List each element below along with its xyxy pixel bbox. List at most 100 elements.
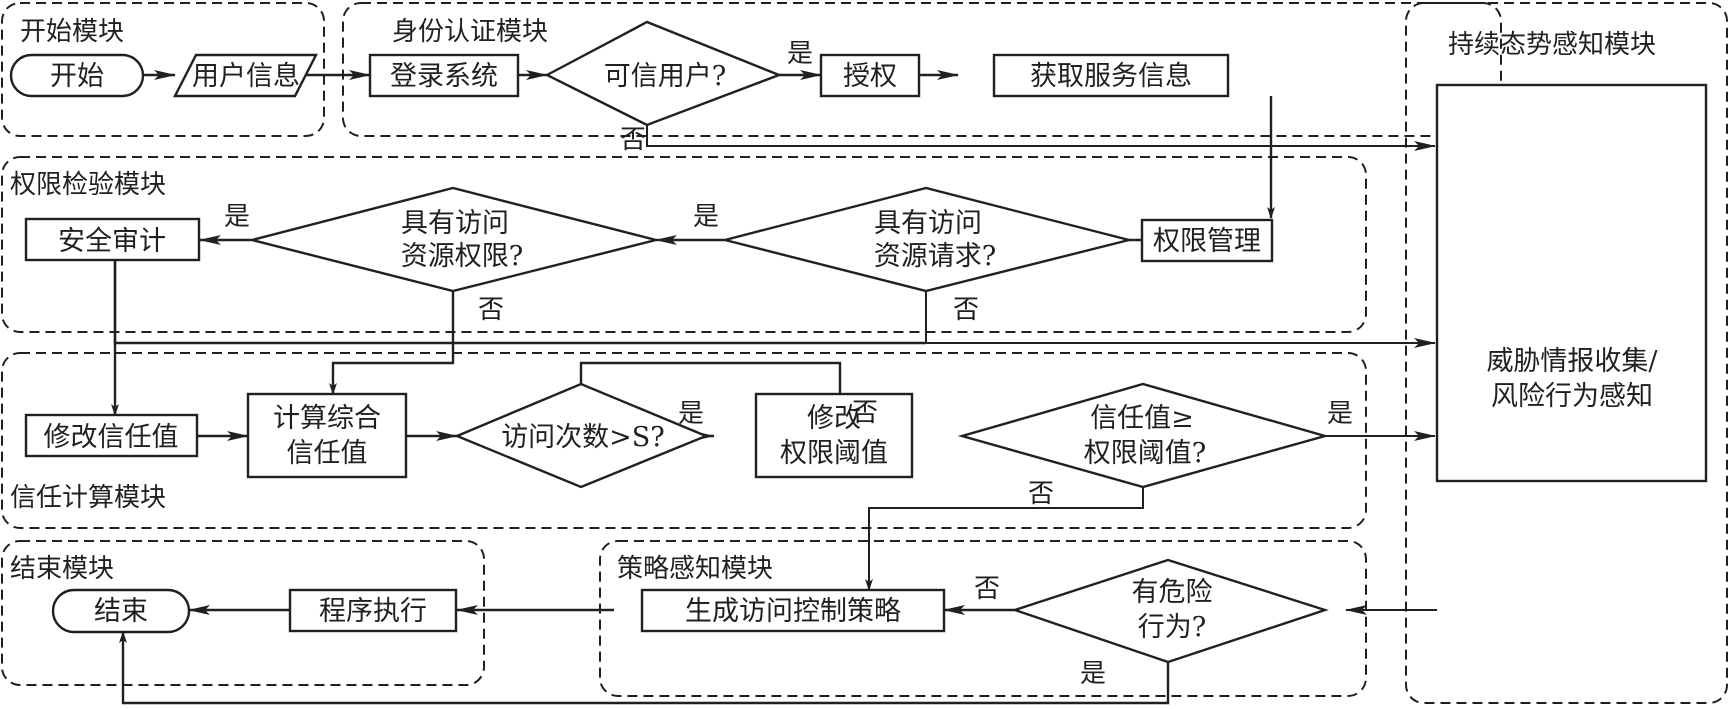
- node-calc-trust: 计算综合 信任值: [246, 392, 408, 479]
- node-user-info-shape: [173, 53, 318, 98]
- edge-trusted-no-to-situation: [646, 125, 1436, 151]
- edge-labels: 是 否 是 否 是 否 是 否 是 否 否 是: [224, 39, 1353, 689]
- node-execute-shape: [288, 588, 458, 633]
- node-modify-threshold-label-1: 修改: [807, 403, 861, 434]
- node-start: 开始: [9, 53, 145, 98]
- node-execute: 程序执行: [288, 588, 458, 633]
- module-trust-frame: [1, 352, 1367, 529]
- label-perm-no: 否: [478, 295, 504, 325]
- module-policy-frame: [599, 540, 1367, 697]
- node-authorize-shape: [819, 53, 921, 98]
- module-policy-title: 策略感知模块: [617, 554, 773, 584]
- decision-access-count-shape: [453, 382, 710, 489]
- node-end: 结束: [51, 588, 191, 634]
- label-request-no: 否: [953, 295, 979, 325]
- node-modify-threshold-label-2: 权限阈值: [780, 438, 888, 469]
- decision-has-permission-label-1: 具有访问: [401, 208, 509, 239]
- node-calc-trust-shape: [246, 392, 408, 479]
- decision-risky-behavior: 有危险 行为?: [1011, 558, 1329, 664]
- decision-has-permission-label-2: 资源权限?: [401, 241, 523, 272]
- node-get-service: 获取服务信息: [992, 53, 1230, 98]
- edges: [111, 70, 1437, 705]
- edge-trustge-no-to-genpolicy: [865, 487, 1144, 591]
- module-start: 开始模块: [1, 2, 325, 137]
- decision-has-request-label-2: 资源请求?: [874, 241, 996, 272]
- node-get-service-label: 获取服务信息: [1030, 61, 1192, 92]
- node-modify-trust: 修改信任值: [24, 413, 199, 458]
- decision-access-count: 访问次数>S?: [453, 382, 710, 489]
- label-trustge-yes: 是: [1327, 399, 1353, 429]
- module-permission: 权限检验模块: [1, 156, 1367, 333]
- node-login-shape: [368, 53, 520, 98]
- module-end: 结束模块: [1, 540, 485, 686]
- decision-trusted-user: 可信用户?: [544, 20, 783, 127]
- module-situation: 持续态势感知模块: [1405, 2, 1728, 704]
- label-perm-yes: 是: [224, 202, 250, 232]
- module-identity-title: 身份认证模块: [392, 17, 548, 47]
- node-modify-trust-shape: [24, 413, 199, 458]
- decision-trust-ge-threshold-label-2: 权限阈值?: [1084, 438, 1206, 469]
- node-modify-threshold-shape: [754, 392, 914, 479]
- node-end-shape: [51, 588, 191, 634]
- node-threat-intel-label-1: 威胁情报收集/: [1486, 346, 1658, 377]
- node-start-shape: [9, 53, 145, 98]
- node-security-audit: 安全审计: [24, 217, 201, 262]
- node-perm-mgmt: 权限管理: [1140, 218, 1274, 263]
- node-security-audit-shape: [24, 217, 201, 262]
- module-start-title: 开始模块: [20, 17, 124, 47]
- node-modify-threshold: 修改 权限阈值: [754, 392, 914, 479]
- module-start-frame: [1, 2, 325, 137]
- edge-risky-yes-to-end: [119, 631, 1170, 705]
- decision-trusted-user-label: 可信用户?: [604, 61, 726, 92]
- label-count-no: 否: [852, 398, 878, 428]
- decision-has-permission: 具有访问 资源权限?: [251, 186, 657, 293]
- module-situation-title: 持续态势感知模块: [1448, 30, 1656, 60]
- decision-trust-ge-threshold-shape: [957, 382, 1330, 489]
- decision-trusted-user-shape: [544, 20, 783, 127]
- module-end-frame: [1, 540, 485, 686]
- label-request-yes: 是: [693, 202, 719, 232]
- edge-request-no-to-situation: [925, 291, 1436, 348]
- node-execute-label: 程序执行: [319, 596, 427, 627]
- node-get-service-box: [992, 53, 1230, 98]
- module-end-title: 结束模块: [10, 554, 114, 584]
- node-authorize-label: 授权: [843, 61, 897, 92]
- module-identity: 身份认证模块: [342, 2, 1502, 137]
- node-gen-policy: 生成访问控制策略: [640, 588, 946, 633]
- node-security-audit-label: 安全审计: [58, 226, 166, 257]
- decision-risky-behavior-label-2: 行为?: [1138, 612, 1206, 643]
- module-permission-title: 权限检验模块: [10, 170, 166, 200]
- node-login-label: 登录系统: [390, 61, 498, 92]
- decision-has-permission-shape: [251, 186, 657, 293]
- label-trusted-no: 否: [620, 125, 646, 155]
- decision-has-request-shape: [724, 186, 1130, 293]
- module-trust-title: 信任计算模块: [10, 483, 166, 513]
- node-gen-policy-shape: [640, 588, 946, 633]
- module-trust: 信任计算模块: [1, 352, 1367, 529]
- decision-access-count-label: 访问次数>S?: [501, 422, 665, 453]
- edge-perm-no-to-calctrust: [329, 291, 455, 395]
- decision-risky-behavior-shape: [1011, 558, 1329, 664]
- node-user-info-label: 用户信息: [192, 61, 300, 92]
- node-perm-mgmt-label: 权限管理: [1153, 226, 1261, 257]
- node-start-label: 开始: [50, 61, 104, 92]
- decision-trust-ge-threshold: 信任值≥ 权限阈值?: [957, 382, 1330, 489]
- label-risky-yes: 是: [1080, 659, 1106, 689]
- node-modify-trust-label: 修改信任值: [44, 422, 179, 453]
- module-situation-frame: [1405, 2, 1728, 704]
- node-threat-intel: 威胁情报收集/ 风险行为感知: [1435, 83, 1708, 483]
- module-identity-frame: [342, 2, 1502, 137]
- decision-has-request-label-1: 具有访问: [874, 208, 982, 239]
- label-trustge-no: 否: [1028, 479, 1054, 509]
- module-permission-frame: [1, 156, 1367, 333]
- node-gen-policy-label: 生成访问控制策略: [685, 596, 901, 627]
- module-policy: 策略感知模块: [599, 540, 1367, 697]
- decision-trust-ge-threshold-label-1: 信任值≥: [1090, 403, 1194, 434]
- node-perm-mgmt-shape: [1140, 218, 1274, 263]
- node-user-info: 用户信息: [173, 53, 318, 98]
- node-calc-trust-label-1: 计算综合: [273, 403, 381, 434]
- label-count-yes: 是: [678, 399, 704, 429]
- node-threat-intel-shape: [1435, 83, 1708, 483]
- node-login: 登录系统: [368, 53, 520, 98]
